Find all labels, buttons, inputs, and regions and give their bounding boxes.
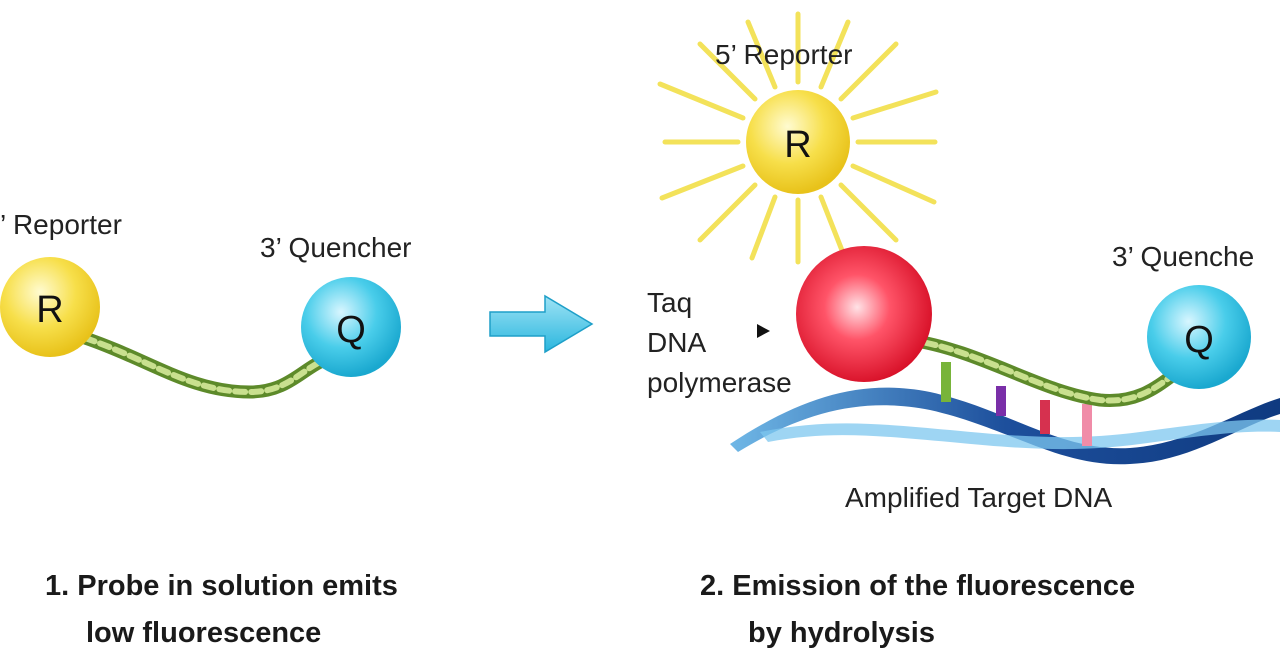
quencher-letter: Q [336, 309, 366, 351]
amplified-target-dna [730, 387, 1280, 465]
taq-polymerase-ball [796, 246, 932, 382]
caption-2-line-2: by hydrolysis [748, 617, 935, 649]
quencher-dye-ball-bound [1147, 285, 1251, 389]
quencher-letter-bound: Q [1184, 319, 1214, 361]
panel-probe-in-solution: R Q ’ Reporter 3’ Quencher 1. Probe in s… [0, 209, 412, 649]
base-pairs [941, 362, 1092, 446]
polymerase-label-line-3: polymerase [647, 367, 792, 398]
caption-2-line-1: 2. Emission of the fluorescence [700, 570, 1135, 602]
reporter-letter-released: R [784, 124, 811, 166]
polymerase-label-line-2: DNA [647, 327, 706, 358]
caption-1-line-1: 1. Probe in solution emits [45, 570, 398, 602]
quencher-label: 3’ Quencher [260, 232, 412, 263]
reporter-label: ’ Reporter [0, 209, 122, 240]
quencher-label-3prime: 3’ Quenche [1112, 241, 1254, 272]
triangle-pointer-icon [757, 324, 770, 338]
fluorescence-rays [657, 11, 939, 265]
polymerase-label-line-1: Taq [647, 287, 692, 318]
reporter-label-5prime: 5’ Reporter [715, 39, 852, 70]
released-reporter-ball [746, 90, 850, 194]
panel-emission-by-hydrolysis: R 5’ Reporter Q 3’ Quenche Taq DNA polym… [647, 11, 1280, 649]
reporter-letter: R [36, 289, 63, 331]
right-arrow-icon [489, 294, 594, 354]
reporter-dye-ball [0, 257, 100, 357]
quencher-dye-ball [301, 277, 401, 377]
target-dna-label: Amplified Target DNA [845, 482, 1112, 513]
caption-1-line-2: low fluorescence [86, 617, 321, 649]
